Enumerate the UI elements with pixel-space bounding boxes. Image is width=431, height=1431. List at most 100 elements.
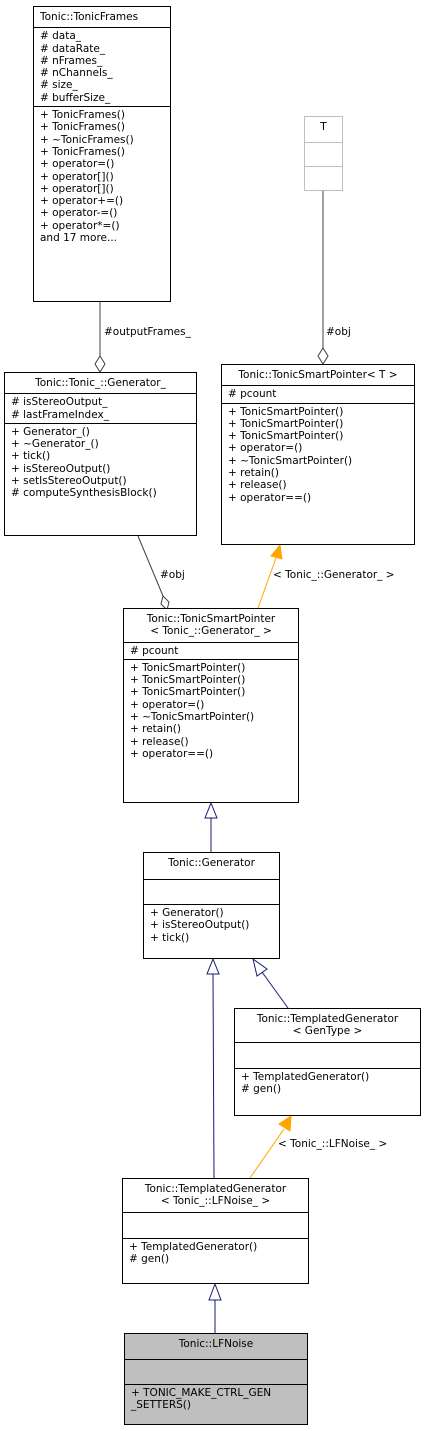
attribute: # nChannels_ [40, 67, 113, 80]
method: + TonicFrames() [40, 109, 125, 122]
class-title: Tonic::Tonic_::Generator_ [5, 373, 196, 393]
class-templated-generator-gentype[interactable]: Tonic::TemplatedGenerator < GenType > + … [234, 1008, 421, 1116]
attribute: # lastFrameIndex_ [11, 408, 109, 421]
attributes-section: # data_ # dataRate_ # nFrames_ # nChanne… [34, 27, 170, 106]
method: + ~Generator_() [11, 438, 99, 451]
edge-inherit-gen-lf-arrow [206, 957, 220, 975]
attribute: # bufferSize_ [40, 91, 111, 104]
edge-inherit-gen-lf [212, 973, 215, 1179]
class-tonic-frames[interactable]: Tonic::TonicFrames # data_ # dataRate_ #… [33, 6, 171, 302]
class-smart-pointer-generator[interactable]: Tonic::TonicSmartPointer < Tonic_::Gener… [123, 608, 299, 803]
method: + TemplatedGenerator() [241, 1070, 370, 1083]
class-templated-generator-lfnoise[interactable]: Tonic::TemplatedGenerator < Tonic_::LFNo… [122, 1178, 309, 1284]
edge-label-bind-generator: < Tonic_::Generator_ > [273, 569, 395, 581]
method: + release() [130, 735, 189, 748]
class-title-line: Tonic::TemplatedGenerator [144, 1183, 287, 1195]
method: # computeSynthesisBlock() [11, 487, 157, 500]
method: + operator==() [130, 747, 214, 760]
method: _SETTERS() [131, 1399, 191, 1412]
attributes-section: # isStereoOutput_ # lastFrameIndex_ [5, 393, 196, 423]
methods-section: + TonicFrames() + TonicFrames() + ~Tonic… [34, 106, 170, 246]
class-title-line: Tonic::TonicFrames [40, 11, 139, 23]
method: + TonicSmartPointer() [228, 417, 344, 430]
methods-section: + Generator() + isStereoOutput() + tick(… [144, 904, 279, 946]
attributes-section [144, 879, 279, 904]
class-template-param-t[interactable]: T [304, 116, 343, 191]
attributes-section [305, 142, 342, 166]
class-title-line: Tonic::TonicSmartPointer< T > [238, 369, 398, 381]
edge-output-frames-diamond [94, 355, 106, 373]
method: + isStereoOutput() [150, 919, 250, 932]
edge-label-bind-lfnoise: < Tonic_::LFNoise_ > [278, 1138, 388, 1150]
method: + isStereoOutput() [11, 462, 111, 475]
edge-bind-lfnoise [249, 1128, 285, 1179]
method: + TonicSmartPointer() [228, 430, 344, 443]
attribute: # pcount [130, 644, 179, 657]
class-title: Tonic::LFNoise [125, 1334, 307, 1359]
methods-section: + TemplatedGenerator() # gen() [123, 1237, 308, 1268]
method: + TemplatedGenerator() [129, 1240, 258, 1253]
method: + setIsStereoOutput() [11, 475, 127, 488]
attribute: # dataRate_ [40, 42, 106, 55]
method: + Generator() [150, 907, 224, 919]
method: + operator*=() [40, 219, 120, 232]
class-smart-pointer-t[interactable]: Tonic::TonicSmartPointer< T > # pcount +… [221, 364, 415, 545]
edge-inherit-gen-t-arrow [252, 957, 268, 977]
edge-inherit-lfnoise-arrow [208, 1282, 222, 1301]
method: + retain() [228, 467, 279, 480]
attribute: # size_ [40, 79, 78, 92]
methods-section: + Generator_() + ~Generator_() + tick() … [5, 422, 196, 502]
edge-obj-t-diamond [317, 347, 329, 365]
class-lfnoise[interactable]: Tonic::LFNoise + TONIC_MAKE_CTRL_GEN _SE… [124, 1333, 308, 1425]
attributes-section [123, 1211, 308, 1238]
method: + TonicSmartPointer() [130, 661, 246, 674]
class-title: Tonic::Generator [144, 853, 279, 879]
class-generator-impl[interactable]: Tonic::Tonic_::Generator_ # isStereoOutp… [4, 372, 197, 536]
attribute: # data_ [40, 30, 82, 43]
class-title-line: < GenType > [292, 1025, 363, 1038]
method: + operator-=() [40, 207, 118, 220]
method: + TonicFrames() [40, 145, 125, 158]
edge-label-obj-gen: #obj [160, 569, 185, 581]
method-more[interactable]: and 17 more... [40, 232, 118, 245]
method: + ~TonicSmartPointer() [228, 454, 353, 467]
class-title: Tonic::TonicSmartPointer< T > [222, 365, 414, 385]
class-title-line: Tonic::TonicSmartPointer [146, 613, 276, 625]
method: + operator+=() [40, 195, 124, 208]
class-title-line: Tonic::Tonic_::Generator_ [35, 377, 166, 389]
attributes-section [235, 1041, 420, 1068]
method: + tick() [11, 450, 51, 463]
class-title-line: < Tonic_::Generator_ > [150, 625, 272, 638]
method: + TonicFrames() [40, 121, 125, 134]
attributes-section: # pcount [124, 641, 298, 659]
method: # gen() [129, 1252, 170, 1265]
edge-bind-lfnoise-arrow [278, 1115, 292, 1132]
method: + TonicSmartPointer() [130, 674, 246, 687]
class-title: Tonic::TemplatedGenerator < Tonic_::LFNo… [123, 1179, 308, 1212]
class-title-line: Tonic::LFNoise [178, 1338, 254, 1350]
edge-label-output-frames: #outputFrames_ [104, 326, 191, 338]
class-title: T [305, 117, 342, 142]
attribute: # pcount [228, 388, 277, 401]
edge-obj-gen [137, 535, 164, 597]
method: + Generator_() [11, 425, 90, 438]
method: # gen() [241, 1082, 282, 1095]
methods-section: + TemplatedGenerator() # gen() [235, 1067, 420, 1098]
attribute: # nFrames_ [40, 54, 103, 67]
class-title: Tonic::TonicSmartPointer < Tonic_::Gener… [124, 609, 298, 642]
method: + operator[]() [40, 170, 114, 183]
class-generator[interactable]: Tonic::Generator + Generator() + isStere… [143, 852, 280, 959]
method: + TonicSmartPointer() [228, 405, 344, 418]
method: + operator==() [228, 491, 312, 504]
methods-section: + TonicSmartPointer() + TonicSmartPointe… [222, 402, 414, 506]
class-title: Tonic::TemplatedGenerator < GenType > [235, 1009, 420, 1042]
method: + release() [228, 479, 287, 492]
class-title: Tonic::TonicFrames [34, 7, 170, 27]
method: + retain() [130, 723, 181, 736]
edge-inherit-sp-arrow [204, 801, 218, 819]
methods-section: + TONIC_MAKE_CTRL_GEN _SETTERS() [125, 1384, 307, 1414]
edge-bind-generator-arrow [270, 543, 283, 560]
class-title-line: < Tonic_::LFNoise_ > [160, 1195, 271, 1208]
class-title-line: Tonic::TemplatedGenerator [256, 1013, 399, 1025]
edge-inherit-gen-t [261, 971, 289, 1009]
